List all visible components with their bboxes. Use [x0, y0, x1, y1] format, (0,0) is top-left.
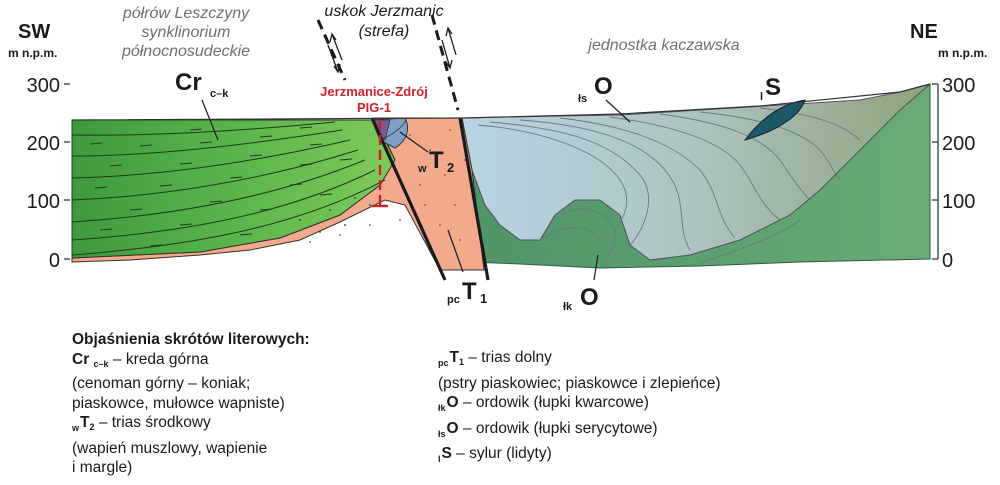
svg-text:l: l: [760, 91, 763, 103]
unit-left: m n.p.m.: [8, 46, 57, 60]
tick-left-200: 200: [27, 133, 60, 155]
label-fault-zone: (strefa): [359, 23, 410, 40]
well-bore: [372, 120, 388, 208]
svg-text:S: S: [765, 74, 781, 101]
legend-cr-desc-1: (cenoman górny – koniak;: [72, 375, 251, 392]
cretaceous-dots: [299, 197, 371, 233]
tick-right-0: 0: [942, 250, 953, 272]
left-axis: [64, 83, 70, 260]
symbol-t2: w T 2: [399, 131, 454, 175]
legend-s: lS – sylur (lidyty): [438, 445, 552, 464]
cretaceous-dashes: [89, 126, 353, 247]
svg-text:pc: pc: [447, 294, 460, 306]
fold-lines: [477, 107, 861, 264]
tick-left-0: 0: [49, 250, 60, 272]
tick-left-100: 100: [27, 191, 60, 213]
label-synklinorium: synklinorium: [142, 24, 231, 41]
label-jednostka-kaczawska: jednostka kaczawska: [586, 37, 739, 54]
legend-t1: pcT1 – trias dolny: [438, 349, 552, 368]
symbol-o-lk: łk O: [563, 254, 599, 313]
cretaceous-bedding: [71, 121, 386, 256]
symbol-o-ls: łs O: [578, 73, 631, 123]
svg-text:w: w: [417, 163, 427, 175]
legend-right: pcT1 – trias dolny (pstry piaskowiec; pi…: [438, 348, 818, 470]
label-polrow: półrów Leszczyny: [122, 5, 250, 22]
legend-t2-desc-1: (wapień muszlowy, wapienie: [72, 439, 268, 457]
fault-arrows: [327, 26, 457, 74]
tick-right-300: 300: [942, 75, 975, 97]
symbol-cr: Cr c–k: [175, 69, 229, 141]
sandstone-dots: [309, 129, 466, 243]
symbol-s: l S: [760, 74, 781, 103]
legend-t2: wT2 – trias środkowy: [72, 414, 211, 433]
svg-text:łk: łk: [563, 301, 573, 313]
legend-o-ls: łsO – ordowik (łupki serycytowe): [438, 419, 658, 439]
unit-silurian: [743, 99, 806, 141]
right-axis: [932, 83, 939, 260]
svg-text:2: 2: [447, 160, 454, 175]
svg-text:łs: łs: [578, 93, 587, 105]
label-sw: SW: [18, 21, 50, 43]
label-ne: NE: [910, 21, 938, 43]
fault-extensions: [316, 14, 460, 111]
legend-o-lk: łkO – ordowik (łupki kwarcowe): [438, 394, 649, 413]
label-polnocnosudeckie: północnosudeckie: [121, 43, 250, 60]
svg-text:1: 1: [480, 291, 487, 306]
unit-right: m n.p.m.: [938, 46, 987, 60]
label-well-id: PIG-1: [357, 100, 391, 115]
svg-text:Cr: Cr: [175, 69, 202, 96]
legend-title: Objaśnienia skrótów literowych:: [72, 331, 310, 348]
svg-text:O: O: [594, 73, 613, 100]
label-well-name: Jerzmanice-Zdrój: [320, 84, 428, 99]
legend-left: Objaśnienia skrótów literowych: Cr c–k –…: [72, 330, 402, 478]
symbol-t1: pc T 1: [447, 229, 487, 306]
legend-cr-desc-2: piaskowce, mułowce wapniste): [72, 394, 285, 412]
svg-text:T: T: [462, 278, 477, 305]
legend-t1-desc: (pstry piaskowiec; piaskowce i zlepieńce…: [438, 374, 721, 392]
svg-text:O: O: [580, 284, 599, 311]
tick-left-300: 300: [27, 75, 60, 97]
faults: [370, 117, 490, 281]
svg-text:T: T: [429, 147, 444, 174]
surface-line: [71, 83, 931, 121]
legend-t2-desc-2: i margle): [72, 459, 133, 476]
tick-right-100: 100: [942, 191, 975, 213]
legend-cr: Cr c–k – kreda górna: [72, 350, 209, 369]
label-fault-name: uskok Jerzmanic: [324, 3, 443, 20]
tick-right-200: 200: [942, 133, 975, 155]
svg-text:c–k: c–k: [210, 88, 229, 100]
